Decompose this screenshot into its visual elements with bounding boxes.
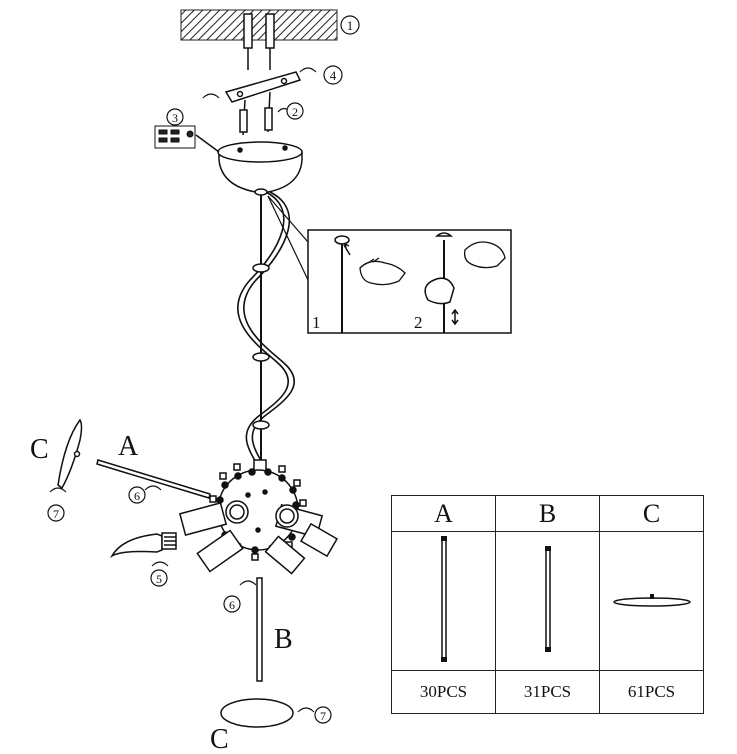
part-b-label: B <box>274 624 293 655</box>
rotation-arrow-icon <box>297 707 315 713</box>
parts-table: A B C 30PCS 31PCS 61PCS <box>391 495 704 714</box>
bulb-icon <box>109 532 177 559</box>
callout-pointer <box>267 195 309 281</box>
quantity-c: 61PCS <box>599 670 704 714</box>
svg-text:5: 5 <box>156 572 162 586</box>
header-c: C <box>599 495 704 532</box>
callout-step-1 <box>334 235 351 333</box>
step-1-marker: 1 <box>340 15 360 35</box>
svg-text:3: 3 <box>172 111 178 125</box>
parts-table-quantities: 30PCS 31PCS 61PCS <box>391 670 704 714</box>
rod-a <box>96 459 211 499</box>
part-a-illustration <box>391 531 496 671</box>
ceiling-canopy <box>195 134 303 194</box>
quantity-b: 31PCS <box>495 670 600 714</box>
fixture-sphere <box>178 459 339 575</box>
terminal-block <box>154 125 196 149</box>
svg-text:1: 1 <box>347 18 354 33</box>
part-c-left-label: C <box>30 434 49 465</box>
svg-text:2: 2 <box>292 105 298 119</box>
suspension-cable <box>237 188 295 465</box>
svg-text:7: 7 <box>320 709 326 723</box>
parts-table-header: A B C <box>391 495 704 532</box>
shade-c-bottom <box>220 698 294 728</box>
part-a-label: A <box>118 431 139 462</box>
rod-b <box>256 577 263 682</box>
step-3-marker: 3 <box>166 108 184 126</box>
svg-text:6: 6 <box>229 598 235 612</box>
svg-text:6: 6 <box>134 489 140 503</box>
callout-step-2-label: 2 <box>414 313 423 332</box>
callout-step-1-label: 1 <box>312 313 321 332</box>
screw-icon <box>239 91 273 136</box>
step-2-marker: 2 <box>286 102 304 120</box>
rotation-arrow-icon <box>144 485 162 491</box>
rotation-arrow-icon <box>239 580 257 586</box>
svg-text:7: 7 <box>53 507 59 521</box>
mounting-bracket <box>224 71 302 103</box>
svg-text:4: 4 <box>330 68 337 83</box>
callout-pointer <box>267 195 309 243</box>
step-6-marker: 6 <box>128 486 146 504</box>
step-7-marker: 7 <box>47 504 65 522</box>
hand-icon <box>359 257 406 286</box>
shade-c-left <box>57 418 83 490</box>
step-4-marker: 4 <box>323 65 343 85</box>
callout-step-2 <box>424 232 459 333</box>
step-7-marker: 7 <box>314 706 332 724</box>
quantity-a: 30PCS <box>391 670 496 714</box>
rotation-arrow-icon <box>49 487 67 493</box>
part-c-illustration <box>599 531 704 671</box>
header-a: A <box>391 495 496 532</box>
hand-icon <box>463 241 506 269</box>
header-b: B <box>495 495 600 532</box>
wall-plug-icon <box>243 13 275 70</box>
rotation-arrow-icon <box>151 561 169 567</box>
step-6-marker: 6 <box>223 595 241 613</box>
part-b-illustration <box>495 531 600 671</box>
parts-table-images <box>391 531 704 671</box>
ceiling <box>180 9 338 41</box>
part-c-bottom-label: C <box>210 724 229 754</box>
step-5-marker: 5 <box>150 569 168 587</box>
